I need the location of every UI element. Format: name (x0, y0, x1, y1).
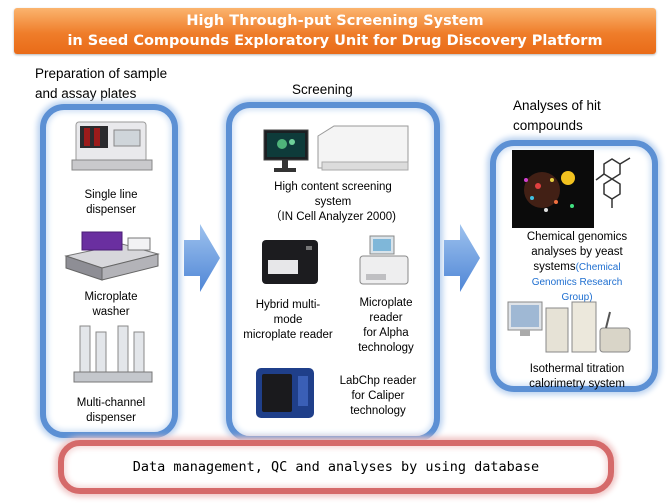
high-content-screening-image (262, 122, 412, 178)
chem-label-systems: systems (533, 261, 576, 273)
chem-group-label-a: (Chemical (575, 262, 621, 273)
section-title-preparation: Preparation of sample and assay plates (35, 64, 167, 104)
labchip-label-line1: LabChp reader (339, 375, 417, 387)
chemical-genomics-network-image (512, 150, 638, 230)
labchip-label-line2: for Caliper (351, 390, 405, 402)
section-title-analyses: Analyses of hit compounds (513, 96, 601, 136)
database-bar: Data management, QC and analyses by usin… (58, 440, 614, 494)
alpha-label-line2: reader (369, 312, 403, 324)
multi-channel-dispenser-image (70, 322, 156, 388)
chem-label-line2: analyses by yeast (531, 246, 623, 258)
section-title-preparation-line2: and assay plates (35, 86, 137, 101)
labchip-label-line3: technology (350, 405, 406, 417)
microplate-washer-label: Microplate washer (58, 290, 164, 320)
database-bar-label: Data management, QC and analyses by usin… (132, 459, 540, 475)
alpha-reader-image (356, 234, 412, 288)
alpha-reader-label: Microplate reader for Alpha technology (344, 296, 428, 356)
labchip-reader-label: LabChp reader for Caliper technology (328, 374, 428, 419)
hybrid-label-line3: microplate reader (243, 329, 333, 341)
banner-title-line1: High Through-put Screening System (186, 13, 484, 29)
itc-system-label: Isothermal titration calorimetry system (506, 362, 648, 392)
hcs-label-line2: system (314, 196, 352, 208)
hybrid-label-line2: mode (273, 314, 303, 326)
chemical-genomics-label: Chemical genomics analyses by yeast syst… (506, 230, 648, 305)
flow-arrow-2 (444, 222, 482, 294)
chem-label-line1: Chemical genomics (526, 231, 628, 243)
microplate-washer-label-line1: Microplate (84, 291, 138, 303)
chem-label-line3: systems(Chemical (506, 260, 648, 275)
multi-channel-dispenser-label-line2: dispenser (86, 412, 136, 424)
section-title-screening: Screening (292, 82, 353, 97)
section-title-preparation-line1: Preparation of sample (35, 66, 168, 81)
single-line-dispenser-image (70, 116, 156, 176)
alpha-label-line3: for Alpha (363, 327, 409, 339)
chem-group-label-c: Group) (561, 292, 593, 303)
alpha-label-line4: technology (358, 342, 414, 354)
hcs-label-line3: （IN Cell Analyzer 2000) (270, 211, 396, 223)
microplate-washer-label-line2: washer (92, 306, 130, 318)
title-banner: High Through-put Screening System in See… (14, 8, 656, 54)
alpha-label-line1: Microplate (359, 297, 413, 309)
hybrid-reader-label: Hybrid multi- mode microplate reader (236, 298, 340, 343)
single-line-dispenser-label-line1: Single line (84, 189, 138, 201)
high-content-screening-label: High content screening system （IN Cell A… (248, 180, 418, 225)
labchip-reader-image (250, 364, 324, 424)
multi-channel-dispenser-label-line1: Multi-channel (76, 397, 146, 409)
hybrid-label-line1: Hybrid multi- (255, 299, 321, 311)
single-line-dispenser-label: Single line dispenser (58, 188, 164, 218)
itc-label-line1: Isothermal titration (529, 363, 625, 375)
hybrid-reader-image (258, 236, 324, 288)
section-title-analyses-line2: compounds (513, 118, 583, 133)
multi-channel-dispenser-label: Multi-channel dispenser (58, 396, 164, 426)
hcs-label-line1: High content screening (274, 181, 392, 193)
section-title-analyses-line1: Analyses of hit (513, 98, 601, 113)
itc-system-image (506, 298, 636, 362)
microplate-washer-image (62, 226, 162, 284)
banner-title-line2: in Seed Compounds Exploratory Unit for D… (67, 33, 603, 49)
chem-group-label-b: Genomics Research (531, 277, 623, 288)
itc-label-line2: calorimetry system (529, 378, 625, 390)
single-line-dispenser-label-line2: dispenser (86, 204, 136, 216)
flow-arrow-1 (184, 222, 222, 294)
